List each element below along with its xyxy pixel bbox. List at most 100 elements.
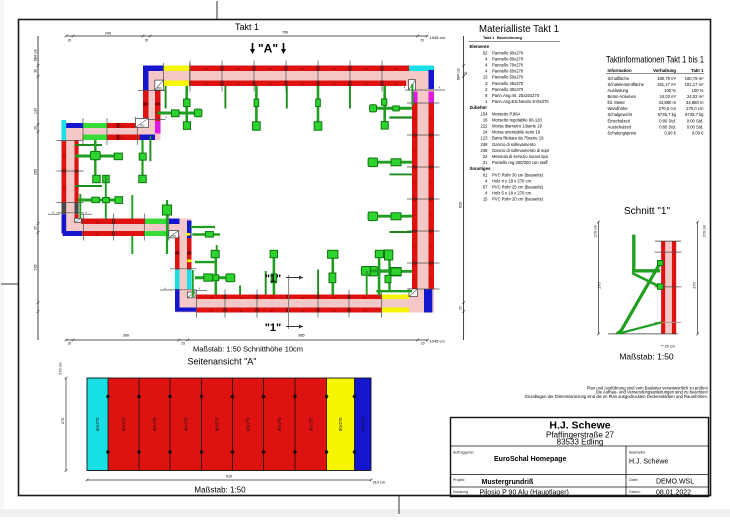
svg-text:90: 90 <box>62 154 66 157</box>
svg-text:910: 910 <box>226 475 232 479</box>
svg-text:90: 90 <box>365 67 368 71</box>
svg-text:DEMO.WSL: DEMO.WSL <box>656 479 694 486</box>
svg-text:90: 90 <box>412 213 416 216</box>
svg-text:90: 90 <box>428 213 432 216</box>
svg-text:1045 cm: 1045 cm <box>429 339 445 344</box>
svg-text:181,17 m²: 181,17 m² <box>657 82 676 87</box>
svg-text:90: 90 <box>240 309 243 313</box>
svg-text:760: 760 <box>282 31 288 35</box>
svg-text:Sonstiges: Sonstiges <box>470 166 492 171</box>
svg-text:90x270: 90x270 <box>308 417 313 431</box>
svg-text:90: 90 <box>96 220 99 224</box>
svg-text:Information: Information <box>608 68 632 73</box>
svg-text:885: 885 <box>298 334 304 338</box>
svg-text:270 cm: 270 cm <box>59 362 63 374</box>
svg-text:Gancio di sollevamento: Gancio di sollevamento <box>492 142 536 147</box>
svg-text:22: 22 <box>483 154 488 159</box>
svg-text:3: 3 <box>485 81 488 86</box>
svg-text:Takt 1: Takt 1 <box>235 22 259 32</box>
svg-text:90: 90 <box>302 296 305 300</box>
svg-text:Pannello 70x270: Pannello 70x270 <box>492 63 524 68</box>
svg-text:08.01.2022: 08.01.2022 <box>656 489 691 496</box>
svg-text:90: 90 <box>333 309 336 313</box>
svg-text:8: 8 <box>485 93 488 98</box>
svg-text:90: 90 <box>395 67 398 71</box>
svg-text:Takt 1: Takt 1 <box>483 35 495 40</box>
svg-text:16: 16 <box>483 117 488 122</box>
svg-text:90: 90 <box>62 186 66 189</box>
svg-text:240: 240 <box>105 32 111 36</box>
svg-text:Pannello 60x270: Pannello 60x270 <box>492 69 524 74</box>
svg-text:90: 90 <box>301 82 304 86</box>
svg-text:Grundlagen der Dimensionierung: Grundlagen der Dimensionierung sind die … <box>525 394 708 399</box>
svg-text:100 %: 100 % <box>692 88 704 93</box>
svg-text:270: 270 <box>693 282 697 288</box>
svg-text:123: 123 <box>481 136 489 141</box>
svg-text:90x270: 90x270 <box>183 417 188 431</box>
svg-text:181,17 m²: 181,17 m² <box>685 82 704 87</box>
svg-text:90: 90 <box>428 245 432 248</box>
svg-text:180,79 m²: 180,79 m² <box>657 76 676 81</box>
svg-text:4: 4 <box>485 178 488 183</box>
svg-text:20: 20 <box>421 341 425 345</box>
svg-text:0:00 Std.: 0:00 Std. <box>687 124 704 129</box>
svg-text:90x270: 90x270 <box>215 417 220 431</box>
svg-text:Takt 1: Takt 1 <box>691 68 704 73</box>
svg-text:Bearbeiter: Bearbeiter <box>629 451 646 455</box>
svg-text:246: 246 <box>481 148 489 153</box>
svg-text:80x270: 80x270 <box>338 417 343 431</box>
svg-text:0:00 Std.: 0:00 Std. <box>659 118 676 123</box>
svg-text:"1": "1" <box>265 273 282 285</box>
svg-text:Schalgewicht: Schalgewicht <box>608 112 634 117</box>
svg-text:684 cm: 684 cm <box>34 49 38 61</box>
svg-text:34,880 m: 34,880 m <box>686 100 704 105</box>
svg-text:90: 90 <box>412 181 416 184</box>
svg-text:P90: P90 <box>140 123 145 127</box>
svg-text:90: 90 <box>333 296 336 300</box>
svg-text:25: 25 <box>181 341 185 345</box>
svg-text:30: 30 <box>464 72 468 76</box>
svg-text:Schalelementfläche: Schalelementfläche <box>608 82 645 87</box>
svg-text:270 cm: 270 cm <box>703 225 707 237</box>
svg-text:270: 270 <box>61 418 65 424</box>
svg-text:"A": "A" <box>258 42 278 56</box>
svg-text:8735,7 kg: 8735,7 kg <box>658 112 677 117</box>
svg-text:Maßstab: 1:50: Maßstab: 1:50 <box>194 486 246 495</box>
svg-text:Puntello reg.200/300 con staff: Puntello reg.200/300 con staff <box>492 160 548 165</box>
svg-text:1045 cm: 1045 cm <box>430 35 446 40</box>
svg-text:Die Aufbau- und Verwendungsanl: Die Aufbau- und Verwendungsanleitungen s… <box>596 390 708 395</box>
svg-text:90: 90 <box>333 82 336 86</box>
svg-text:Auftraggeber: Auftraggeber <box>453 451 475 455</box>
svg-text:4: 4 <box>404 85 406 89</box>
svg-text:Schalfläche: Schalfläche <box>608 76 630 81</box>
svg-text:Pannello 45x270: Pannello 45x270 <box>492 81 524 86</box>
svg-text:Mensola di servizio nuovo tipo: Mensola di servizio nuovo tipo <box>492 154 549 159</box>
svg-text:24,02 m³: 24,02 m³ <box>659 94 676 99</box>
svg-text:4: 4 <box>485 191 488 196</box>
svg-text:24,02 m³: 24,02 m³ <box>687 94 704 99</box>
svg-text:90: 90 <box>210 309 213 313</box>
svg-text:Schalung: Schalung <box>453 490 468 494</box>
svg-text:90: 90 <box>364 309 367 313</box>
svg-text:0:00 Std.: 0:00 Std. <box>687 118 704 123</box>
svg-text:PVC Rohr 25 cm (bauseits): PVC Rohr 25 cm (bauseits) <box>492 185 544 190</box>
svg-text:270 cm: 270 cm <box>594 225 598 237</box>
svg-text:134: 134 <box>34 108 38 114</box>
svg-text:90: 90 <box>96 232 99 236</box>
svg-text:360: 360 <box>123 334 129 338</box>
svg-text:PVC Rohr 20 cm (bauseits): PVC Rohr 20 cm (bauseits) <box>492 197 544 202</box>
svg-text:83533 Edling: 83533 Edling <box>557 438 604 447</box>
svg-text:90: 90 <box>428 149 432 152</box>
svg-text:PVC Rohr 30 cm (bauseits): PVC Rohr 30 cm (bauseits) <box>492 172 544 177</box>
svg-text:H.J. Schewe: H.J. Schewe <box>549 420 610 432</box>
svg-text:61: 61 <box>483 172 488 177</box>
svg-text:90: 90 <box>237 82 240 86</box>
svg-text:21: 21 <box>483 160 488 165</box>
svg-text:90: 90 <box>302 309 305 313</box>
svg-text:20: 20 <box>34 126 38 130</box>
svg-text:Pilosio P 90 Alu (Hauptlager): Pilosio P 90 Alu (Hauptlager) <box>480 489 569 496</box>
svg-text:Pfaffingerstraße 27: Pfaffingerstraße 27 <box>546 431 614 440</box>
svg-text:52: 52 <box>483 50 488 55</box>
svg-text:4: 4 <box>85 210 87 214</box>
svg-text:4: 4 <box>52 210 54 214</box>
